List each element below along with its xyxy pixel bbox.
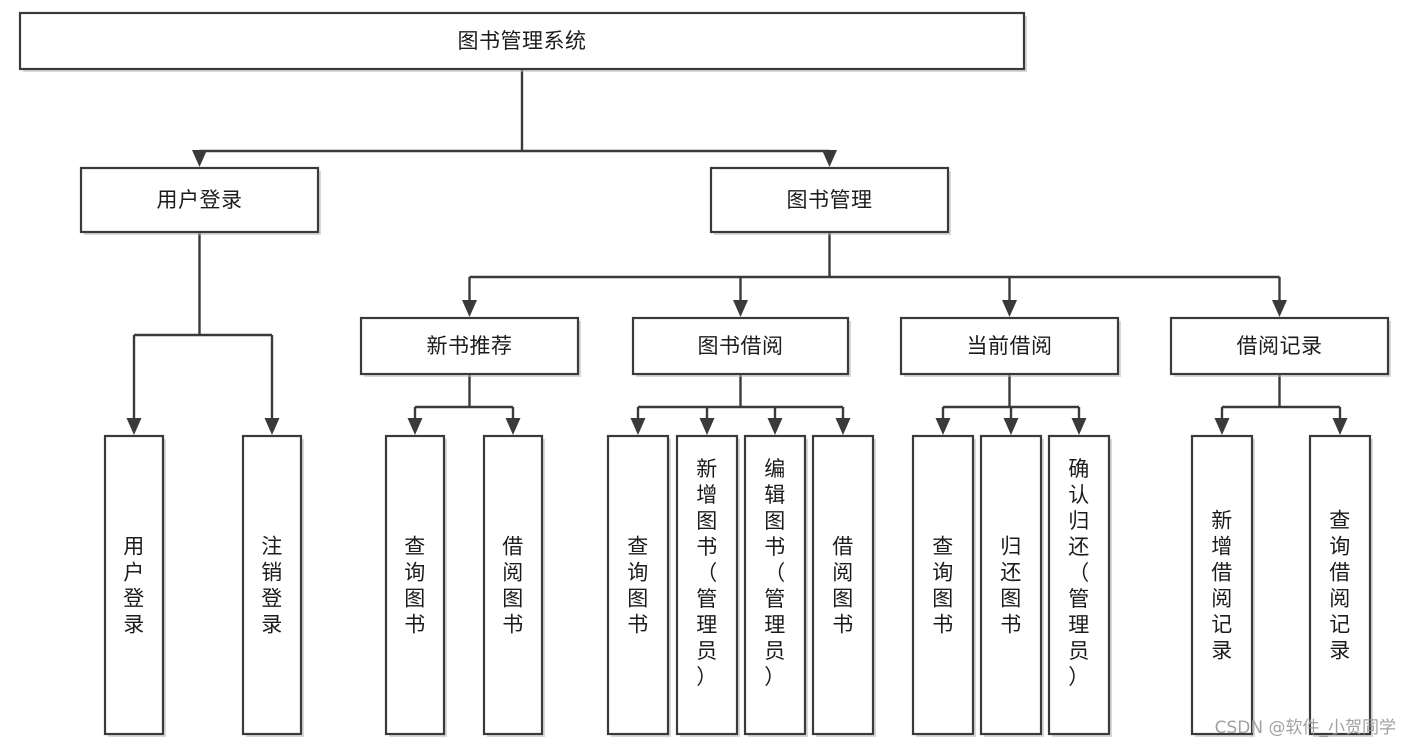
node-label: 图书管理系统	[458, 29, 587, 53]
edge-arrowhead	[407, 418, 423, 435]
node-label: 图书借阅	[698, 334, 784, 358]
node-label: 借阅图书	[502, 534, 524, 636]
edge-arrowhead	[505, 418, 521, 435]
edge-group-root	[192, 69, 837, 167]
edge-group-borrow_record	[1214, 374, 1348, 435]
node-rect[interactable]	[1169, 316, 1390, 376]
edge-arrowhead	[1332, 418, 1348, 435]
node-rect[interactable]	[709, 166, 950, 234]
edge-arrowhead	[1003, 418, 1019, 435]
node-label: 用户登录	[157, 188, 243, 212]
edge-arrowhead	[733, 300, 748, 317]
node-label: 用户登录	[123, 534, 145, 636]
edge-arrowhead	[1071, 418, 1087, 435]
node-book_manage[interactable]: 图书管理	[709, 166, 951, 235]
edge-arrowhead	[264, 418, 280, 435]
node-label: 查询图书	[627, 534, 649, 636]
node-leaf_borrow_book_b[interactable]: 借阅图书	[811, 434, 876, 737]
node-label: 借阅图书	[832, 534, 854, 636]
edge-arrowhead	[1214, 418, 1230, 435]
node-label: 新增图书（管理员）	[696, 457, 718, 689]
node-label: 新书推荐	[427, 334, 513, 358]
node-leaf_confirm_return[interactable]: 确认归还（管理员）	[1047, 434, 1112, 737]
node-leaf_borrow_book_a[interactable]: 借阅图书	[482, 434, 545, 737]
node-label: 图书管理	[787, 188, 873, 212]
node-leaf_user_login[interactable]: 用户登录	[103, 434, 166, 737]
edge-arrowhead	[1272, 300, 1287, 317]
node-rect[interactable]	[384, 434, 446, 736]
edge-group-new_book_rec	[407, 374, 521, 435]
node-leaf_query_book_c[interactable]: 查询图书	[911, 434, 976, 737]
node-rect[interactable]	[241, 434, 303, 736]
edge-arrowhead	[1002, 300, 1017, 317]
edge-group-current_borrow	[935, 374, 1087, 435]
node-label: 查询图书	[404, 534, 426, 636]
edge-arrowhead	[935, 418, 951, 435]
node-book_borrow[interactable]: 图书借阅	[631, 316, 851, 377]
node-rect[interactable]	[1047, 434, 1111, 736]
edge-group-book_borrow	[630, 374, 851, 435]
node-rect[interactable]	[1190, 434, 1254, 736]
node-leaf_query_book_a[interactable]: 查询图书	[384, 434, 447, 737]
node-label: 当前借阅	[967, 334, 1053, 358]
node-label: 查询借阅记录	[1329, 508, 1351, 662]
edge-arrowhead	[822, 150, 837, 167]
edge-arrowhead	[699, 418, 715, 435]
node-current_borrow[interactable]: 当前借阅	[899, 316, 1121, 377]
edge-arrowhead	[126, 418, 142, 435]
node-label: 注销登录	[261, 534, 283, 636]
node-rect[interactable]	[675, 434, 739, 736]
node-user_login[interactable]: 用户登录	[79, 166, 321, 235]
node-label: 新增借阅记录	[1211, 508, 1233, 662]
node-root[interactable]: 图书管理系统	[18, 11, 1027, 72]
node-label: 归还图书	[1000, 534, 1022, 636]
node-rect[interactable]	[979, 434, 1043, 736]
edge-group-user_login	[126, 232, 280, 435]
node-rect[interactable]	[18, 11, 1026, 71]
edge-group-book_manage	[462, 232, 1287, 317]
node-rect[interactable]	[631, 316, 850, 376]
node-leaf_query_record[interactable]: 查询借阅记录	[1308, 434, 1373, 737]
node-leaf_add_record[interactable]: 新增借阅记录	[1190, 434, 1255, 737]
node-rect[interactable]	[911, 434, 975, 736]
node-rect[interactable]	[743, 434, 807, 736]
node-new_book_rec[interactable]: 新书推荐	[359, 316, 581, 377]
node-rect[interactable]	[103, 434, 165, 736]
node-label: 编辑图书（管理员）	[764, 457, 786, 689]
edge-arrowhead	[835, 418, 851, 435]
node-rect[interactable]	[79, 166, 320, 234]
node-label: 确认归还（管理员）	[1068, 457, 1090, 689]
node-leaf_edit_book[interactable]: 编辑图书（管理员）	[743, 434, 808, 737]
node-leaf_add_book[interactable]: 新增图书（管理员）	[675, 434, 740, 737]
node-borrow_record[interactable]: 借阅记录	[1169, 316, 1391, 377]
node-rect[interactable]	[811, 434, 875, 736]
node-label: 查询图书	[932, 534, 954, 636]
node-rect[interactable]	[899, 316, 1120, 376]
edge-arrowhead	[630, 418, 646, 435]
node-rect[interactable]	[606, 434, 670, 736]
node-leaf_query_book_b[interactable]: 查询图书	[606, 434, 671, 737]
edge-arrowhead	[192, 150, 207, 167]
node-label: 借阅记录	[1237, 334, 1323, 358]
node-rect[interactable]	[1308, 434, 1372, 736]
nodes-layer: 图书管理系统用户登录图书管理新书推荐图书借阅当前借阅借阅记录用户登录注销登录查询…	[18, 11, 1391, 737]
node-rect[interactable]	[359, 316, 580, 376]
node-leaf_logout[interactable]: 注销登录	[241, 434, 304, 737]
edge-arrowhead	[462, 300, 477, 317]
edges-layer	[126, 69, 1348, 435]
node-rect[interactable]	[482, 434, 544, 736]
watermark-label: CSDN @软件_小贺同学	[1215, 718, 1396, 738]
node-leaf_return_book[interactable]: 归还图书	[979, 434, 1044, 737]
edge-arrowhead	[767, 418, 783, 435]
